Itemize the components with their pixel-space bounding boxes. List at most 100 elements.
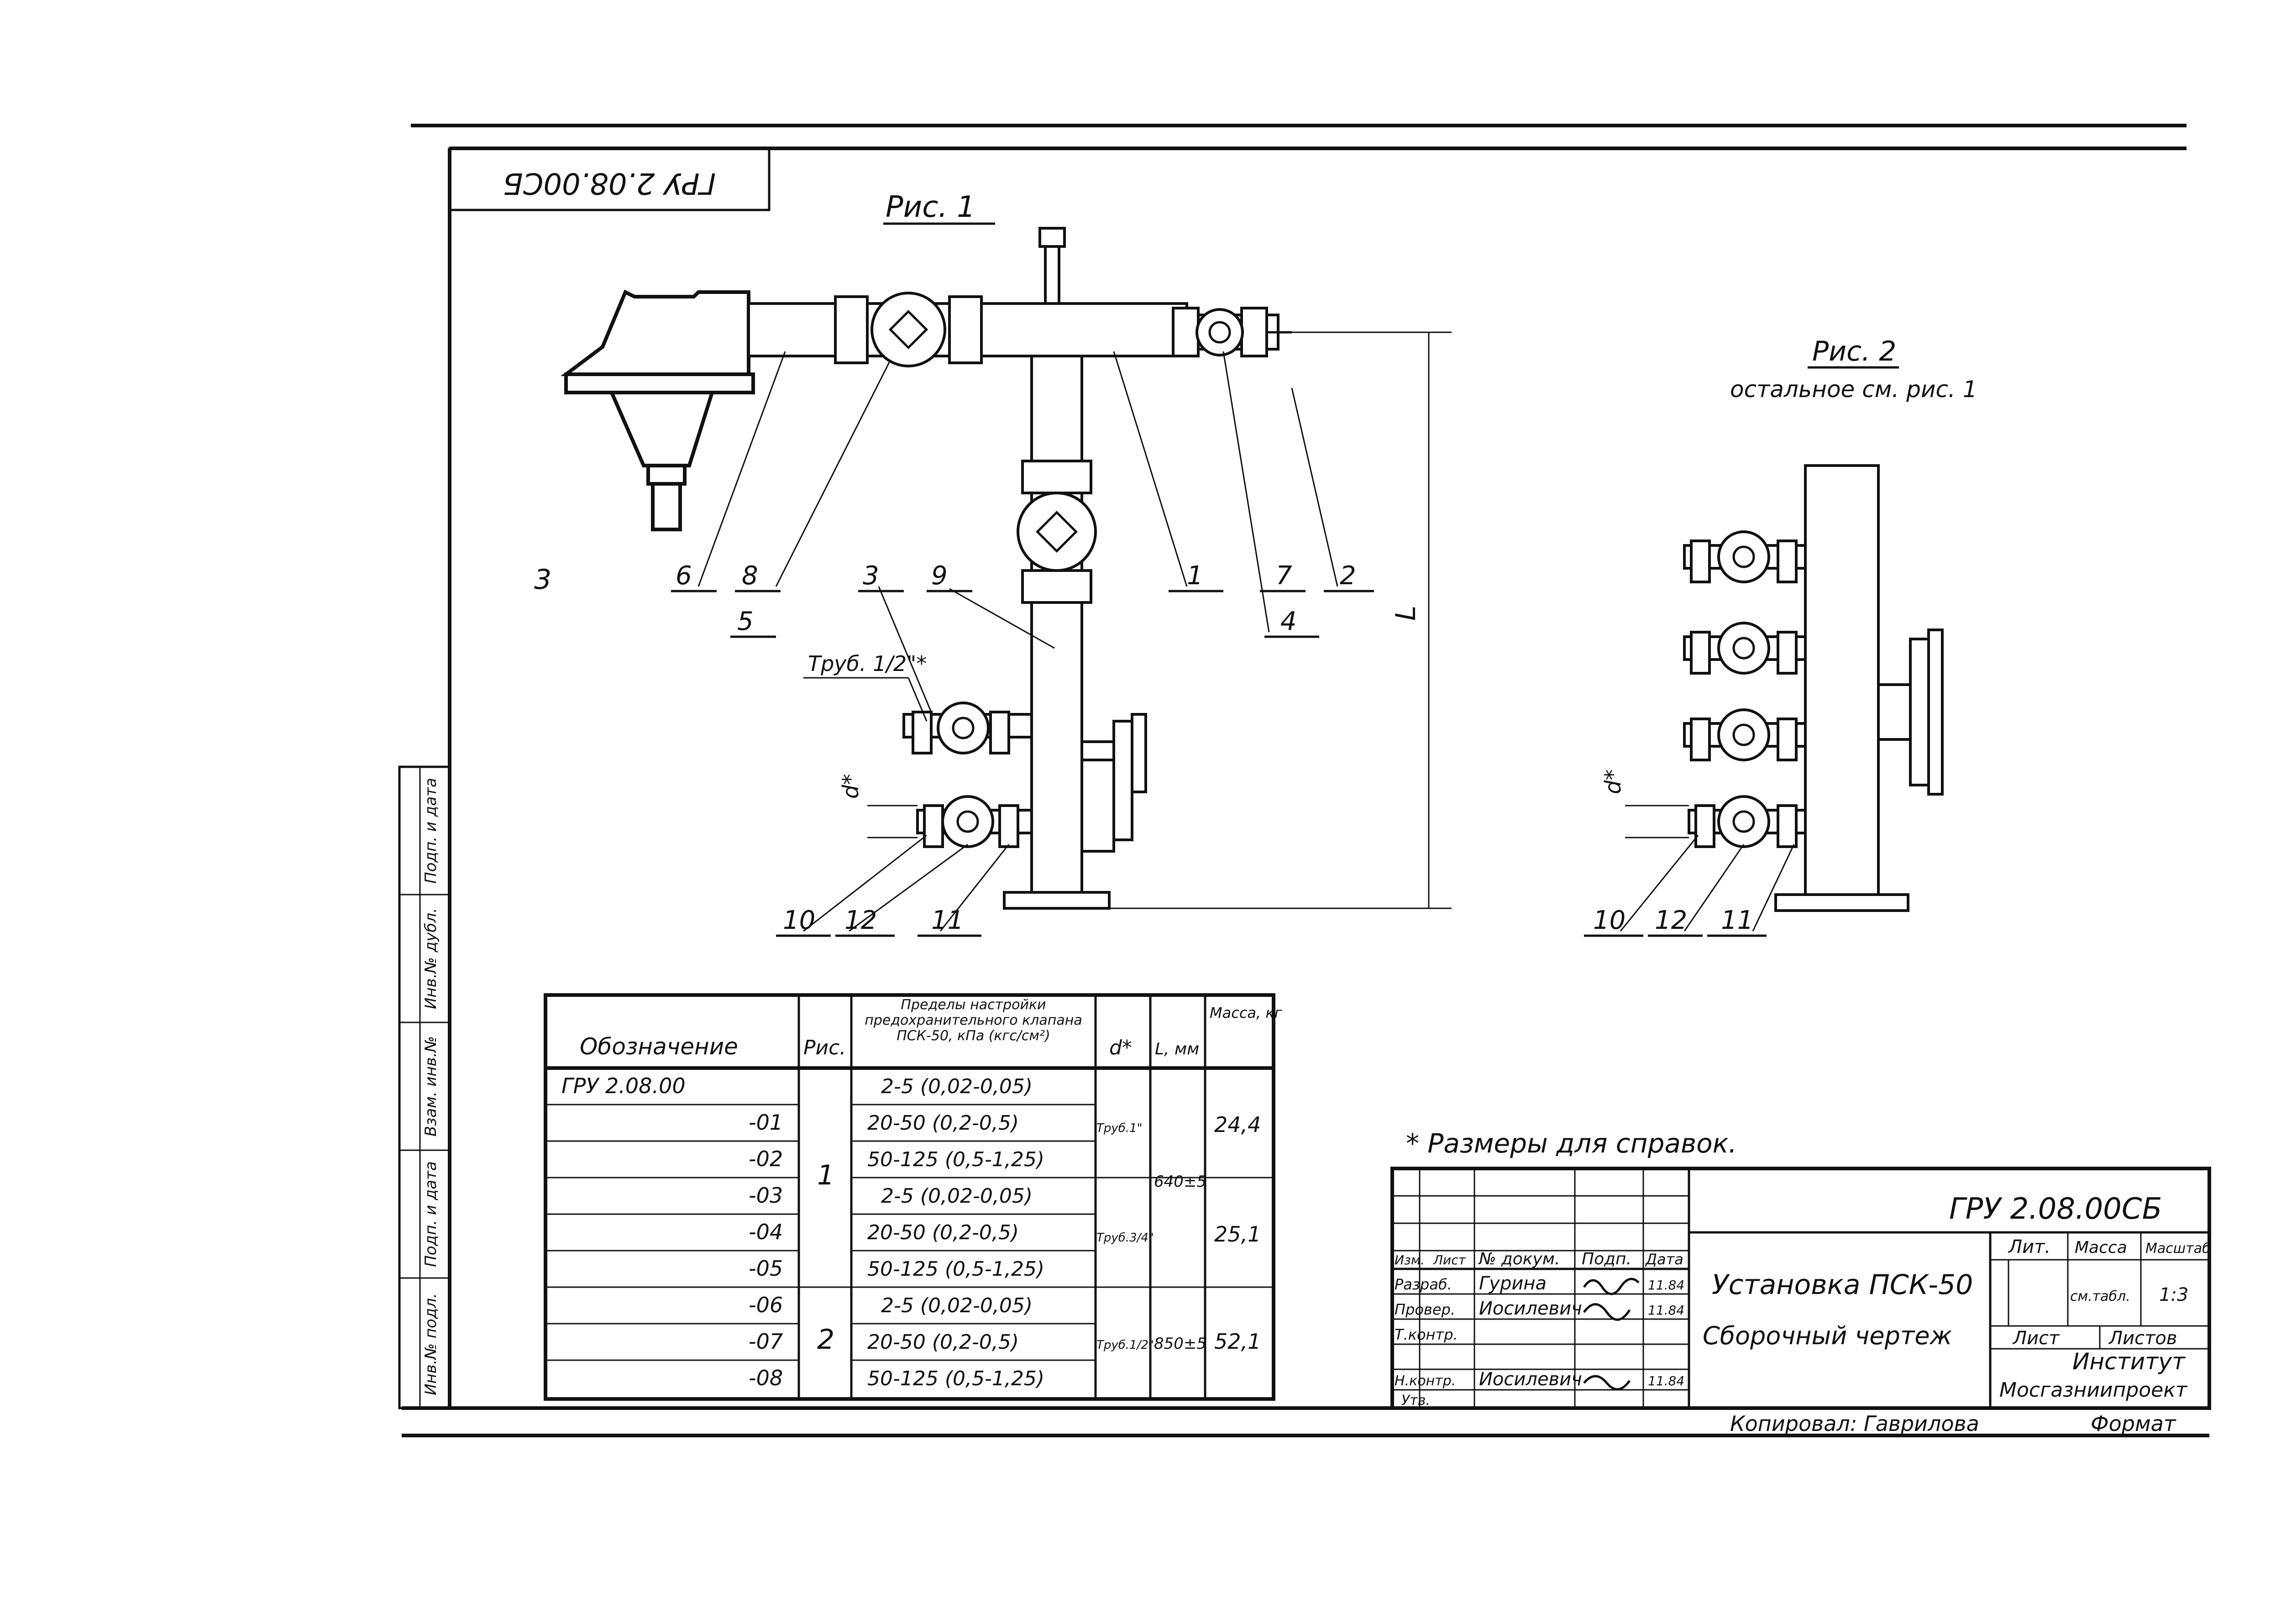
callout-number: 5 <box>737 607 754 636</box>
group-d-a: Труб.1" <box>1096 1121 1143 1135</box>
fig2-valve-1 <box>1683 530 1807 583</box>
callout-number: 9 <box>931 561 948 591</box>
copied-by: Копировал: Гаврилова <box>1730 1411 1979 1436</box>
tb-col-list: Лист <box>1433 1252 1466 1268</box>
tb-subtitle: Сборочный чертеж <box>1703 1321 1952 1350</box>
tb-mass-value: см.табл. <box>2070 1289 2130 1304</box>
callout-5: 5 <box>730 607 776 638</box>
left-margin-mark: 3 <box>534 564 551 596</box>
tb-role-3: Н.контр. <box>1395 1373 1456 1389</box>
group-d-b: Труб.3/4" <box>1096 1231 1154 1245</box>
th-d: d* <box>1109 1036 1132 1059</box>
row-8-designation: -08 <box>749 1366 783 1390</box>
figure-1: Рис. 1 <box>561 190 1452 937</box>
tb-role-4: Утв. <box>1401 1393 1430 1409</box>
row-7-limits: 20-50 (0,2-0,5) <box>867 1331 1019 1354</box>
footnote: * Размеры для справок. <box>1406 1128 1737 1159</box>
callout-7: 7 <box>1260 561 1306 592</box>
tb-sheet-label: Лист <box>2012 1328 2060 1349</box>
row-4-designation: -04 <box>749 1220 783 1244</box>
fig2-valve-3 <box>1683 708 1807 761</box>
tb-col-date: Дата <box>1645 1251 1683 1268</box>
row-1-limits: 20-50 (0,2-0,5) <box>867 1111 1019 1135</box>
callout-10: 10 <box>776 906 831 937</box>
callout-number: 10 <box>1593 906 1626 935</box>
fig2-callout-10: 10 <box>1584 906 1643 937</box>
row-0-designation: ГРУ 2.08.00 <box>561 1074 686 1098</box>
callout-number: 6 <box>676 561 692 591</box>
callout-8: 8 <box>735 561 781 592</box>
tb-mass-label: Масса <box>2075 1238 2127 1257</box>
tb-org-1: Институт <box>2072 1348 2186 1375</box>
group-fig2: 2 <box>817 1324 834 1356</box>
dim-L: L <box>1390 606 1422 621</box>
tb-lit-label: Лит. <box>2008 1236 2050 1257</box>
callout-number: 3 <box>863 561 879 591</box>
figure-2: Рис. 2 остальное см. рис. 1 <box>1584 335 1977 937</box>
callout-number: 7 <box>1276 561 1292 591</box>
callout-number: 8 <box>742 561 758 591</box>
pipe-label: Труб. 1/2"* <box>808 651 927 676</box>
tb-org-2: Мосгазниипроект <box>1999 1378 2188 1402</box>
side-stamp-cell-4: Инв.№ дубл. <box>422 908 440 1009</box>
fig2-callout-11: 11 <box>1707 906 1767 937</box>
row-6-limits: 2-5 (0,02-0,05) <box>881 1294 1033 1317</box>
row-6-designation: -06 <box>749 1293 783 1317</box>
row-5-designation: -05 <box>749 1256 783 1281</box>
row-1-designation: -01 <box>749 1110 783 1135</box>
side-stamp-cell-3: Взам. инв.№ <box>422 1036 440 1137</box>
tb-date-1: 11.84 <box>1648 1303 1684 1318</box>
tb-col-doc: № докум. <box>1478 1250 1560 1268</box>
callout-number: 4 <box>1280 607 1297 636</box>
group-L-b: 850±5 <box>1154 1335 1206 1353</box>
th-limits: Пределы настройки предохранительного кла… <box>865 997 1082 1044</box>
row-2-designation: -02 <box>749 1147 783 1171</box>
signature-3 <box>1583 1375 1631 1391</box>
tb-name-0: Гурина <box>1479 1273 1547 1294</box>
th-designation: Обозначение <box>580 1033 738 1060</box>
leader-lines <box>697 351 1338 932</box>
callout-6: 6 <box>671 561 717 592</box>
row-4-limits: 20-50 (0,2-0,5) <box>867 1221 1019 1244</box>
callout-3: 3 <box>858 561 904 592</box>
group-mass-a: 24,4 <box>1214 1112 1261 1137</box>
tb-scale-label: Масштаб <box>2145 1241 2211 1257</box>
callout-number: 12 <box>844 906 877 935</box>
fig2-valve-4 <box>1688 795 1807 848</box>
callout-number: 11 <box>931 906 964 935</box>
group-mass-c: 52,1 <box>1214 1329 1261 1354</box>
row-2-limits: 50-125 (0,5-1,25) <box>867 1148 1044 1171</box>
th-L: L, мм <box>1155 1040 1199 1058</box>
tb-title: Установка ПСК-50 <box>1712 1269 1973 1301</box>
tb-role-0: Разраб. <box>1395 1276 1452 1293</box>
tb-role-2: Т.контр. <box>1395 1326 1458 1343</box>
side-stamp-cell-5: Подп. и дата <box>422 778 440 884</box>
callout-number: 2 <box>1340 561 1356 591</box>
relief-valve-psk50 <box>561 289 755 531</box>
figure-2-label: Рис. 2 <box>1812 335 1896 367</box>
group-d-c: Труб.1/2" <box>1096 1338 1154 1352</box>
tb-col-sign: Подп. <box>1582 1250 1631 1268</box>
row-5-limits: 50-125 (0,5-1,25) <box>867 1257 1044 1281</box>
tb-role-1: Провер. <box>1395 1301 1455 1318</box>
row-3-limits: 2-5 (0,02-0,05) <box>881 1184 1033 1208</box>
tb-name-3: Иосилевич <box>1479 1369 1582 1390</box>
row-3-designation: -03 <box>749 1183 783 1208</box>
fig2-callout-12: 12 <box>1648 906 1703 937</box>
group-fig1: 1 <box>817 1159 834 1191</box>
signature-2 <box>1583 1303 1631 1321</box>
format-label: Формат <box>2091 1411 2176 1436</box>
callout-11: 11 <box>918 906 981 937</box>
tb-name-1: Иосилевич <box>1479 1298 1582 1319</box>
dim-d-fig1: d* <box>838 774 864 799</box>
side-stamp: Инв.№ подл. Подп. и дата Взам. инв.№ Инв… <box>398 765 451 1409</box>
variants-table: Обозначение Рис. Пределы настройки предо… <box>544 993 1282 1401</box>
callout-4: 4 <box>1264 607 1319 638</box>
row-7-designation: -07 <box>749 1329 783 1354</box>
tb-scale-value: 1:3 <box>2159 1284 2188 1305</box>
title-block: Изм. Лист № докум. Подп. Дата Разраб. Гу… <box>1390 1167 2211 1410</box>
code-stamp: ГРУ 2.08.00СБ <box>448 147 771 211</box>
fig2-valve-2 <box>1683 622 1807 675</box>
tb-col-izm: Изм. <box>1395 1252 1425 1268</box>
signature-1 <box>1583 1278 1640 1295</box>
